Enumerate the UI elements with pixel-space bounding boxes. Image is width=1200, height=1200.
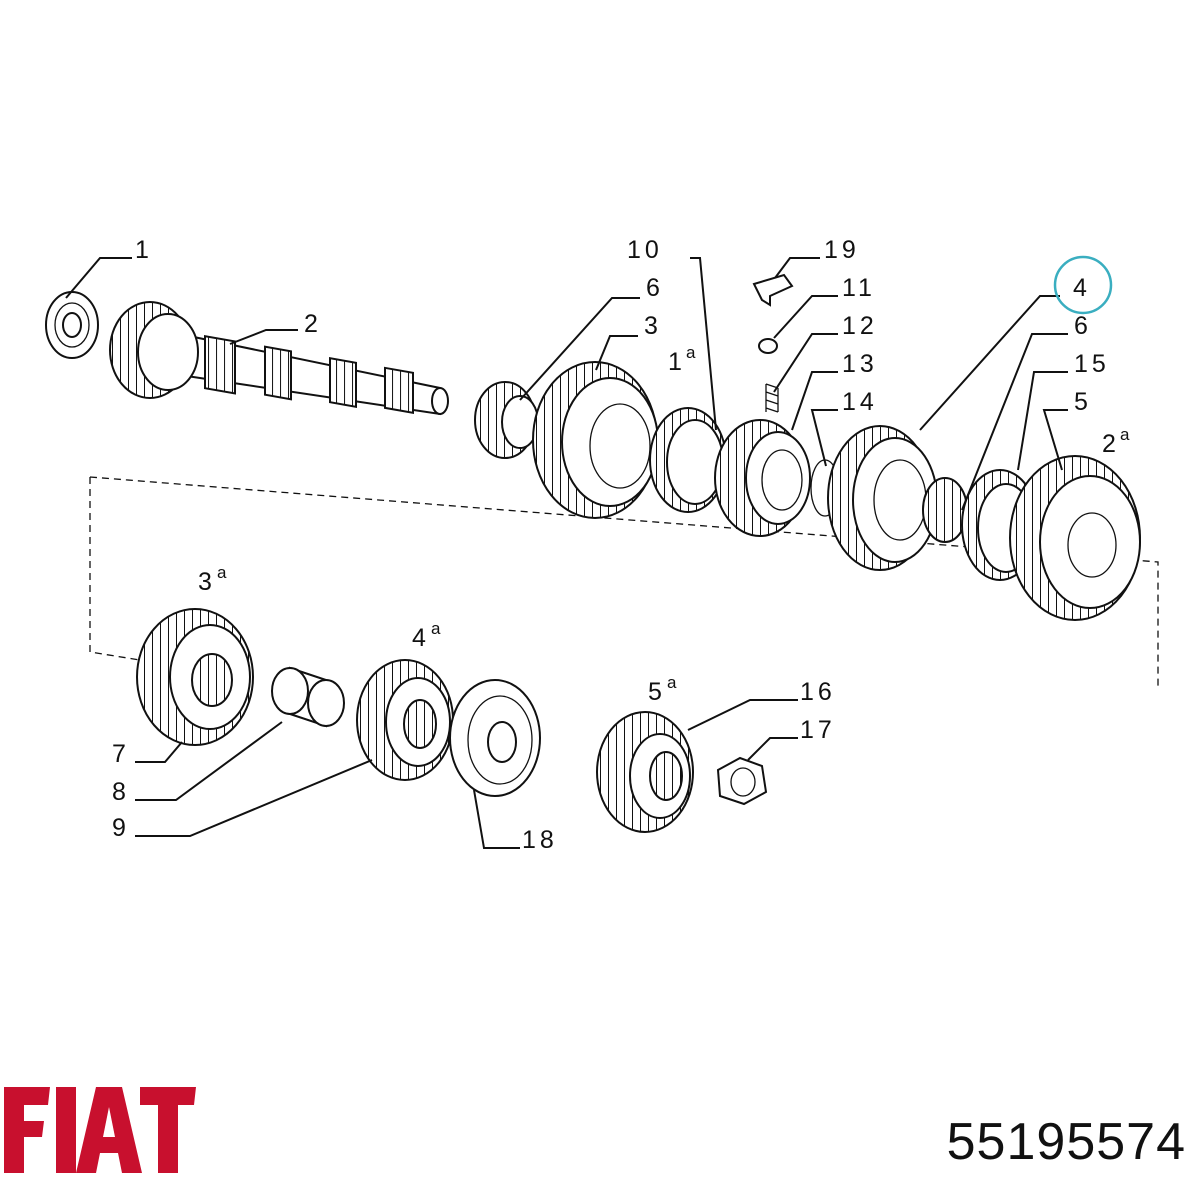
fiat-logo: [4, 1087, 196, 1173]
gear-label-4-sup: a: [431, 619, 441, 638]
gear-label-5-sup: a: [667, 673, 677, 692]
gear-label-2-num: 2: [1102, 430, 1116, 458]
part-shaft-2: [109, 301, 449, 416]
callout-12: 12: [842, 312, 878, 340]
part-key-19: [752, 273, 794, 307]
callout-9: 9: [112, 814, 130, 842]
callout-19: 19: [824, 236, 860, 264]
gear-label-3-sup: a: [217, 563, 227, 582]
gear-label-1-sup: a: [686, 343, 696, 362]
part-number: 55195574: [946, 1113, 1186, 1171]
part-gear-16: [596, 711, 694, 833]
callout-17: 17: [800, 716, 836, 744]
part-needle-bearing-6: [474, 381, 539, 459]
highlight-circle: [1053, 255, 1113, 315]
part-spacer-8: [271, 666, 345, 728]
part-gear-3: [532, 361, 659, 519]
part-gear-5: [1009, 455, 1141, 621]
part-bearing-18: [449, 679, 541, 797]
callout-18: 18: [522, 826, 558, 854]
part-gear-7: [136, 608, 254, 746]
callout-10: 10: [627, 236, 663, 264]
callout-5: 5: [1074, 388, 1092, 416]
callout-7: 7: [112, 740, 130, 768]
callouts: 1 2 10 19 6 11 3 12 13 14 4 6 15 5 7 8 9…: [112, 236, 1110, 854]
part-gear-9: [356, 659, 454, 781]
part-sync-ring-10: [649, 407, 727, 513]
gear-label-1-num: 1: [668, 348, 682, 376]
part-needle-bearing-6b: [922, 477, 968, 543]
part-bearing-1: [45, 291, 99, 359]
callout-15: 15: [1074, 350, 1110, 378]
gear-labels: 1 a 2 a 3 a 4 a 5 a: [198, 343, 1130, 706]
gear-label-2-sup: a: [1120, 425, 1130, 444]
callout-6b: 6: [1074, 312, 1092, 340]
leader-lines: [65, 257, 1068, 849]
callout-16: 16: [800, 678, 836, 706]
part-spring-12: [765, 383, 779, 413]
part-nut-17: [716, 756, 768, 806]
callout-8: 8: [112, 778, 130, 806]
gear-label-5-num: 5: [648, 678, 662, 706]
callout-6: 6: [646, 274, 664, 302]
part-sync-hub-13: [714, 419, 811, 537]
callout-11: 11: [842, 274, 876, 302]
gear-label-4-num: 4: [412, 624, 426, 652]
exploded-view-frame: [89, 476, 1159, 686]
part-ball-11: [758, 338, 778, 354]
gear-label-3-num: 3: [198, 568, 212, 596]
callout-1: 1: [135, 236, 153, 264]
callout-14: 14: [842, 388, 878, 416]
part-gear-4: [827, 425, 938, 571]
callout-4: 4: [1073, 274, 1091, 302]
callout-3: 3: [644, 312, 662, 340]
callout-2: 2: [304, 310, 322, 338]
callout-13: 13: [842, 350, 878, 378]
